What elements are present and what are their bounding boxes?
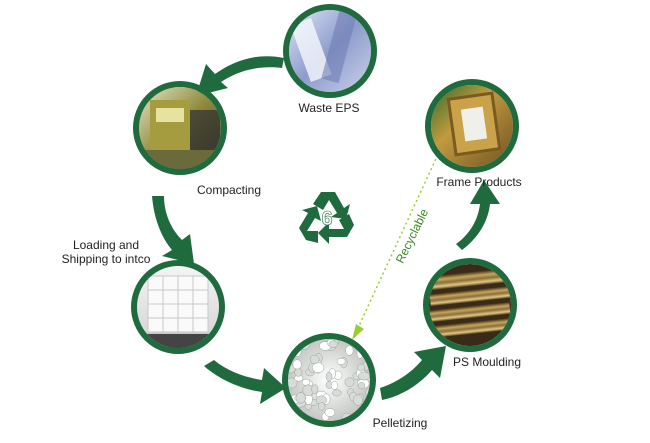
recycle-symbol-icon: 6 bbox=[299, 192, 354, 244]
label-frame-products: Frame Products bbox=[436, 175, 522, 189]
pellet bbox=[288, 377, 298, 389]
label-loading-shipping: Loading and Shipping to intco bbox=[61, 238, 151, 266]
stage-pelletizing-image bbox=[282, 333, 376, 427]
pellet bbox=[317, 402, 326, 411]
recycle-symbol-number: 6 bbox=[321, 208, 332, 230]
pellet bbox=[357, 381, 366, 390]
pellet bbox=[292, 359, 302, 370]
pellet bbox=[344, 377, 355, 387]
pellet bbox=[309, 354, 320, 365]
pellet bbox=[332, 389, 342, 397]
pellet bbox=[352, 394, 363, 406]
stage-frame-products-image bbox=[425, 79, 519, 173]
pellet bbox=[357, 363, 366, 372]
arrow-compacting-to-loading bbox=[152, 196, 194, 264]
label-pelletizing: Pelletizing bbox=[372, 416, 428, 430]
pellet bbox=[358, 371, 370, 381]
label-compacting: Compacting bbox=[196, 183, 262, 197]
pellet bbox=[328, 340, 338, 348]
label-ps-moulding: PS Moulding bbox=[452, 355, 522, 369]
arrow-loading-to-pelletizing bbox=[204, 360, 286, 404]
pellet bbox=[301, 378, 311, 386]
label-waste-eps: Waste EPS bbox=[298, 101, 360, 115]
stage-ps-moulding-image bbox=[423, 258, 517, 352]
stage-compacting-image bbox=[133, 81, 227, 175]
pellet bbox=[295, 392, 306, 404]
pellet bbox=[336, 357, 346, 365]
pellet bbox=[325, 371, 333, 382]
arrow-moulding-to-frame bbox=[456, 180, 500, 250]
pellet bbox=[311, 362, 325, 373]
pellet bbox=[330, 381, 339, 390]
pellet bbox=[324, 408, 336, 417]
recyclable-arrowhead bbox=[352, 324, 364, 340]
pellet bbox=[345, 345, 354, 356]
arrow-pelletizing-to-moulding bbox=[380, 346, 446, 400]
pellet bbox=[294, 368, 303, 377]
stage-waste-eps-image bbox=[283, 4, 377, 98]
process-arrows bbox=[152, 56, 500, 404]
arrow-waste-to-compacting bbox=[196, 56, 284, 96]
pellet bbox=[311, 384, 319, 395]
stage-loading-image bbox=[131, 260, 225, 354]
